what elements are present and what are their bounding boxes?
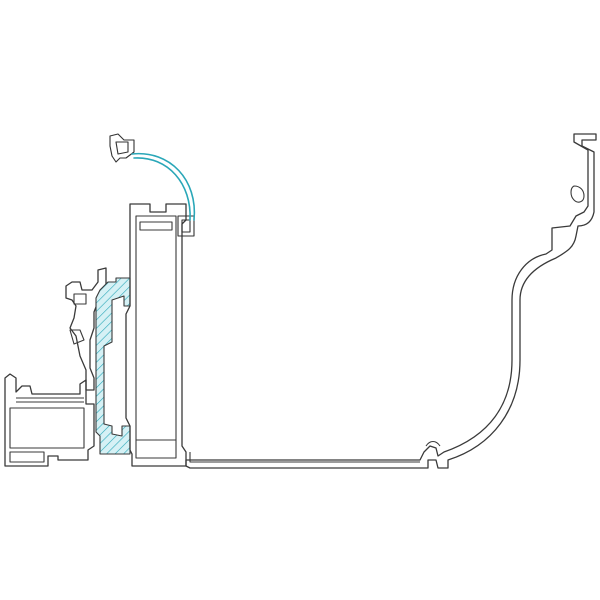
gasket-seal [109,133,196,221]
main-mullion-profile [125,203,187,467]
top-clip [177,215,195,237]
hatched-insert [95,277,131,455]
gutter-base-profile [185,133,597,469]
left-frame-profile [4,267,107,467]
